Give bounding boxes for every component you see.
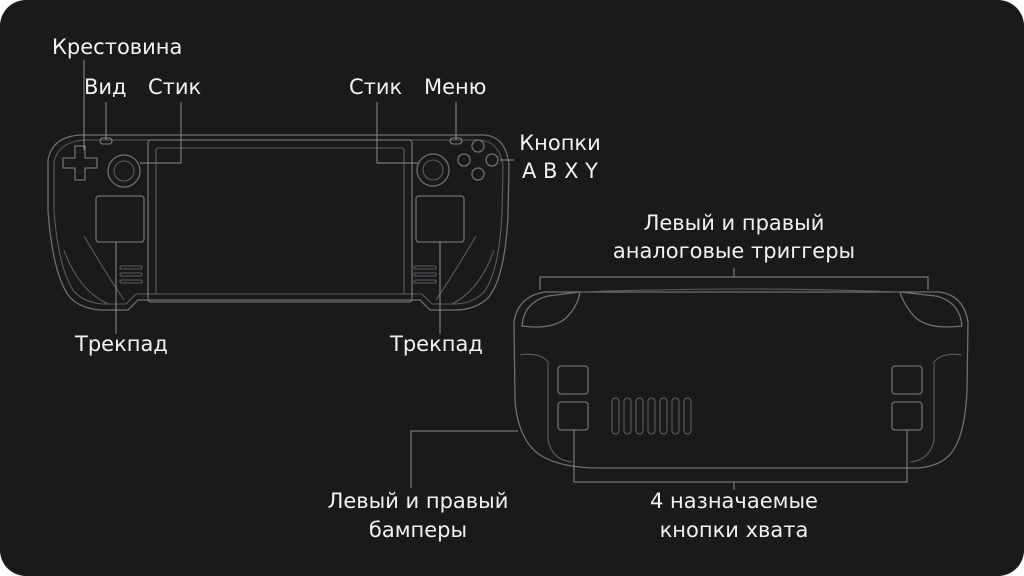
left-stick-shape — [107, 154, 141, 188]
view-label: Вид — [84, 75, 127, 99]
front-body-outline — [47, 134, 510, 311]
dpad-shape — [62, 145, 98, 181]
back-body-inner — [519, 353, 573, 463]
right-stick-leader — [376, 102, 418, 164]
bumpers-label-line1: Левый и правый — [327, 489, 509, 513]
front-view — [47, 134, 510, 311]
left-stick-leader — [140, 102, 182, 164]
back-body-outline — [513, 291, 969, 469]
button-b-shape — [485, 153, 499, 167]
left-trigger-shape — [521, 291, 581, 328]
screen — [155, 147, 405, 295]
right-trackpad-label: Трекпад — [390, 332, 483, 356]
left-stick-cap — [113, 160, 135, 182]
left-trackpad-label: Трекпад — [75, 332, 168, 356]
top-edge-line — [579, 288, 901, 293]
left-trackpad-shape — [95, 195, 145, 243]
screen-bezel — [147, 139, 413, 303]
right-stick-shape — [416, 153, 450, 187]
right-stick-label: Стик — [349, 75, 403, 99]
grip-button-l4-shape — [557, 365, 589, 395]
grip-button-r4-shape — [891, 365, 923, 395]
triggers-label-line2: аналоговые триггеры — [612, 239, 856, 263]
grip-button-l5-shape — [557, 401, 589, 431]
bumpers-leader — [410, 430, 518, 488]
left-stick-label: Стик — [148, 75, 202, 99]
menu-label: Меню — [424, 75, 487, 99]
right-stick-cap — [422, 159, 444, 181]
button-y-shape — [471, 139, 485, 153]
right-trackpad-shape — [415, 195, 465, 243]
button-a-shape — [471, 167, 485, 181]
right-trigger-shape — [899, 291, 963, 328]
abxy-label-line2: A B X Y — [521, 159, 598, 183]
grip-label-line1: 4 назначаемые — [650, 489, 818, 513]
triggers-label-line1: Левый и правый — [643, 211, 825, 235]
left-grip-contour — [63, 249, 109, 305]
back-view — [513, 288, 969, 469]
left-speaker-grille — [119, 265, 143, 284]
right-speaker-grille — [413, 265, 437, 284]
triggers-leader — [539, 276, 929, 290]
grip-button-r5-shape — [891, 401, 923, 431]
back-vents — [611, 397, 692, 435]
abxy-label-line1: Кнопки — [519, 131, 601, 155]
bumpers-label-line2: бамперы — [368, 518, 468, 542]
grip-leader — [573, 430, 908, 483]
front-body-inner — [53, 139, 504, 305]
left-grip-contour-2 — [83, 235, 125, 301]
right-grip-contour — [451, 249, 495, 305]
back-body-inner-right — [909, 353, 963, 463]
leader-lines — [83, 60, 929, 490]
button-x-shape — [457, 153, 471, 167]
grip-label-line2: кнопки хвата — [659, 518, 809, 542]
dpad-label: Крестовина — [52, 35, 183, 59]
